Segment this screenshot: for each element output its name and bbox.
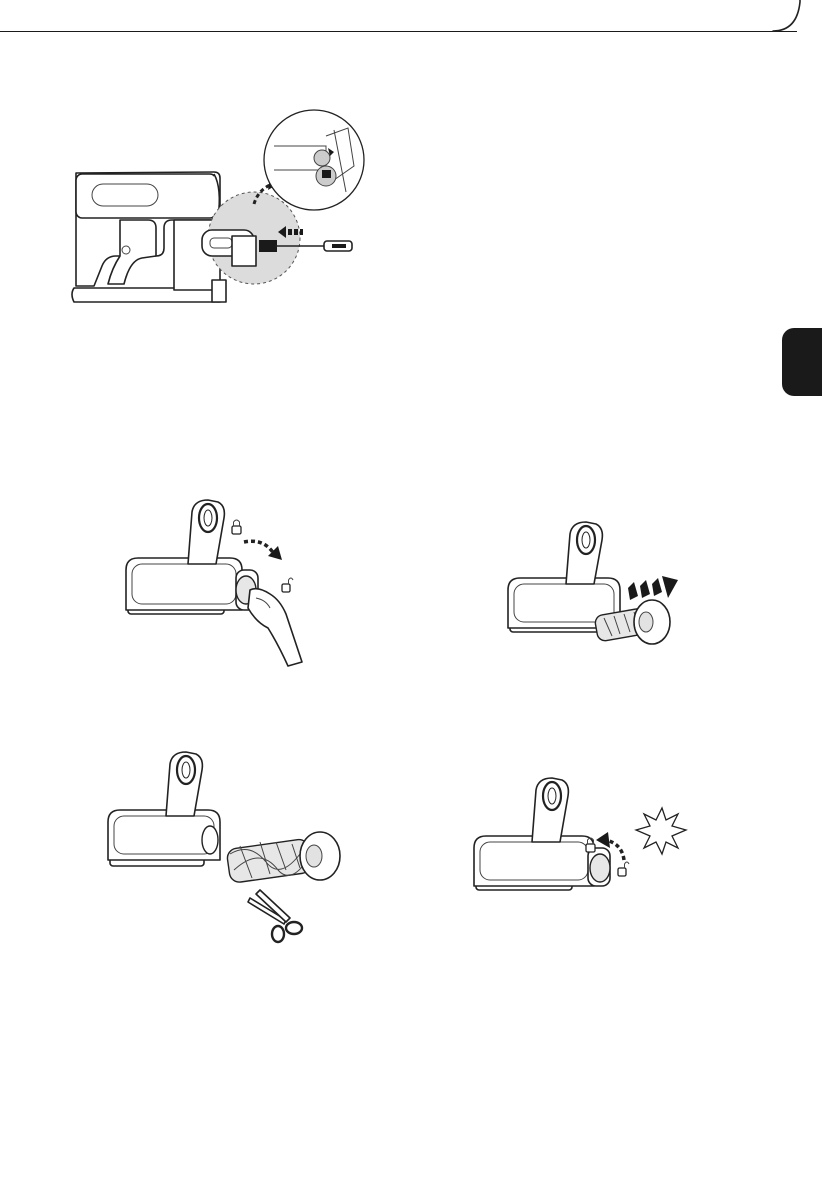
fig-handheld-unit (64, 108, 374, 308)
roller-with-hair-icon (226, 832, 340, 883)
lock-icon (232, 520, 241, 534)
brush-head-icon (108, 752, 220, 866)
vacuum-handheld-icon (64, 108, 374, 308)
side-language-tab (782, 328, 822, 396)
dashed-arrow-right-icon (628, 576, 678, 600)
top-trim-line (0, 31, 797, 32)
unlock-icon (618, 862, 629, 876)
brush-head-icon (474, 778, 610, 890)
fig-brush-lock (466, 768, 696, 933)
click-burst-icon (636, 808, 686, 854)
magnifier-detail-icon (264, 110, 364, 210)
unlock-icon (282, 578, 293, 592)
brush-head-icon (126, 500, 258, 614)
curved-arrow-icon (244, 541, 282, 560)
scissors-icon (248, 890, 302, 942)
fig-brush-cut-hair (100, 750, 350, 950)
fig-brush-unlock (118, 498, 328, 668)
hand-icon (248, 589, 302, 666)
corner-trim-curve (771, 0, 811, 32)
fig-brush-pull-out (500, 520, 700, 675)
